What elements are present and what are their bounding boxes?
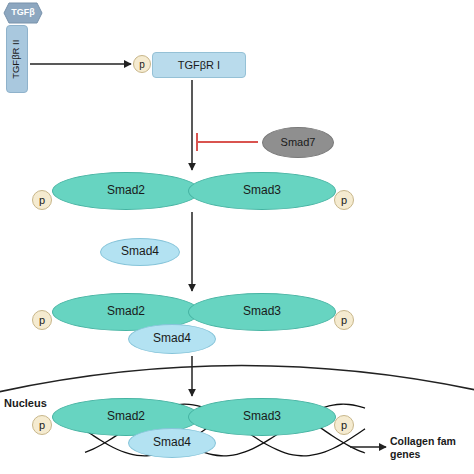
receptor-box: TGFβR II	[6, 25, 28, 93]
smad-ellipse: Smad3	[188, 398, 336, 436]
node-text: Smad2	[107, 184, 145, 197]
phosphate-circle: p	[32, 310, 52, 330]
smad4-ellipse: Smad4	[128, 428, 216, 458]
phosphate-circle: p	[32, 190, 52, 210]
phosphate-circle: p	[334, 310, 354, 330]
phosphate-circle: p	[133, 55, 151, 73]
phosphate-circle: p	[32, 415, 52, 435]
node-text: Smad4	[121, 245, 159, 258]
gene-label: Collagen fam genes	[390, 435, 468, 461]
smad-ellipse: Smad3	[188, 293, 336, 331]
node-text: TGFβR I	[178, 59, 220, 71]
node-text: p	[39, 194, 45, 206]
node-text: p	[341, 194, 347, 206]
ligand-hexagon: TGFβ	[3, 2, 43, 24]
receptor-box: TGFβR I	[152, 52, 246, 78]
signal-arrow	[191, 80, 193, 170]
node-text: Smad7	[281, 136, 316, 148]
smad4-ellipse: Smad4	[128, 324, 216, 354]
expression-arrow	[350, 446, 386, 447]
node-text: p	[341, 314, 347, 326]
signal-arrow	[30, 63, 131, 65]
node-text: Smad3	[243, 410, 281, 423]
node-text: Smad2	[107, 410, 145, 423]
phosphate-circle: p	[334, 190, 354, 210]
node-text: Smad4	[153, 332, 191, 345]
inhibition-line	[197, 141, 258, 143]
phosphate-circle: p	[334, 415, 354, 435]
inhibitor-ellipse: Smad7	[262, 127, 334, 158]
node-text: p	[341, 419, 347, 431]
node-text: Smad3	[243, 184, 281, 197]
node-text: TGFβ	[11, 8, 35, 18]
hexagon-shape	[4, 3, 42, 23]
smad-ellipse: Smad2	[52, 172, 200, 210]
node-text: Smad2	[107, 305, 145, 318]
node-text: p	[39, 419, 45, 431]
node-text: p	[39, 314, 45, 326]
smad-ellipse: Smad3	[188, 172, 336, 210]
smad4-ellipse: Smad4	[100, 238, 180, 266]
node-text: Smad3	[243, 305, 281, 318]
node-text: p	[139, 59, 145, 70]
inhibition-bar	[196, 133, 198, 151]
signal-arrow	[191, 212, 193, 291]
signal-arrow	[191, 356, 193, 396]
nuclear-membrane	[0, 365, 474, 392]
compartment-label: Nucleus	[4, 397, 74, 411]
node-text: Smad4	[153, 436, 191, 449]
node-text: TGFβR II	[12, 39, 22, 78]
